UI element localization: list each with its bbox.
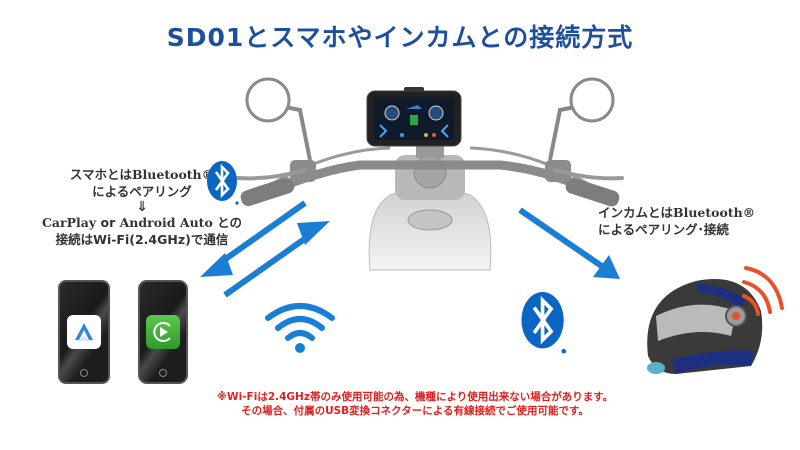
label-text: スマホとは <box>69 167 132 182</box>
note-line: ※Wi-Fiは2.4GHz帯のみ使用可能の為、機種により使用出来ない場合がありま… <box>216 391 614 403</box>
android-smartphone <box>58 280 110 384</box>
bluetooth-brand-text: Bluetooth® <box>131 167 215 182</box>
helmet-intercom-icon <box>647 266 784 374</box>
note-line: その場合、付属のUSB変換コネクターによる有線接続でご使用可能です。 <box>241 405 589 417</box>
page-title: SD01とスマホやインカムとの接続方式 <box>166 23 634 52</box>
bluetooth-brand-text: Bluetooth® <box>673 205 756 220</box>
smartphone-connection-label: スマホとはBluetooth® によるペアリング ⇓ CarPlay or An… <box>22 166 262 248</box>
wifi-icon <box>265 303 335 353</box>
down-arrow-icon: ⇓ <box>136 199 148 215</box>
bluetooth-icon <box>207 161 239 205</box>
bluetooth-icon <box>521 291 567 354</box>
iphone-smartphone <box>138 280 188 384</box>
android-auto-icon <box>67 315 101 349</box>
carplay-icon <box>146 315 180 349</box>
wifi-compatibility-note: ※Wi-Fiは2.4GHz帯のみ使用可能の為、機種により使用出来ない場合がありま… <box>180 390 650 418</box>
label-text: or <box>96 215 120 230</box>
motorcycle-handlebar-illustration <box>236 77 624 271</box>
bluetooth-arrow-to-intercom <box>518 207 620 279</box>
intercom-connection-label: インカムとはBluetooth® によるペアリング･接続 <box>598 204 798 238</box>
label-text: との <box>212 215 243 230</box>
home-button-icon <box>80 369 88 377</box>
android-auto-text: Android Auto <box>119 215 213 230</box>
home-button-icon <box>159 369 167 377</box>
sd01-display-device <box>366 87 462 147</box>
label-text: 接続はWi-Fi(2.4GHz)で通信 <box>55 232 229 247</box>
label-text: によるペアリング･接続 <box>598 222 729 237</box>
carplay-text: CarPlay <box>41 215 97 230</box>
bidirectional-wifi-arrows <box>200 200 330 298</box>
label-text: インカムとは <box>598 205 674 220</box>
label-text: によるペアリング <box>92 184 192 199</box>
